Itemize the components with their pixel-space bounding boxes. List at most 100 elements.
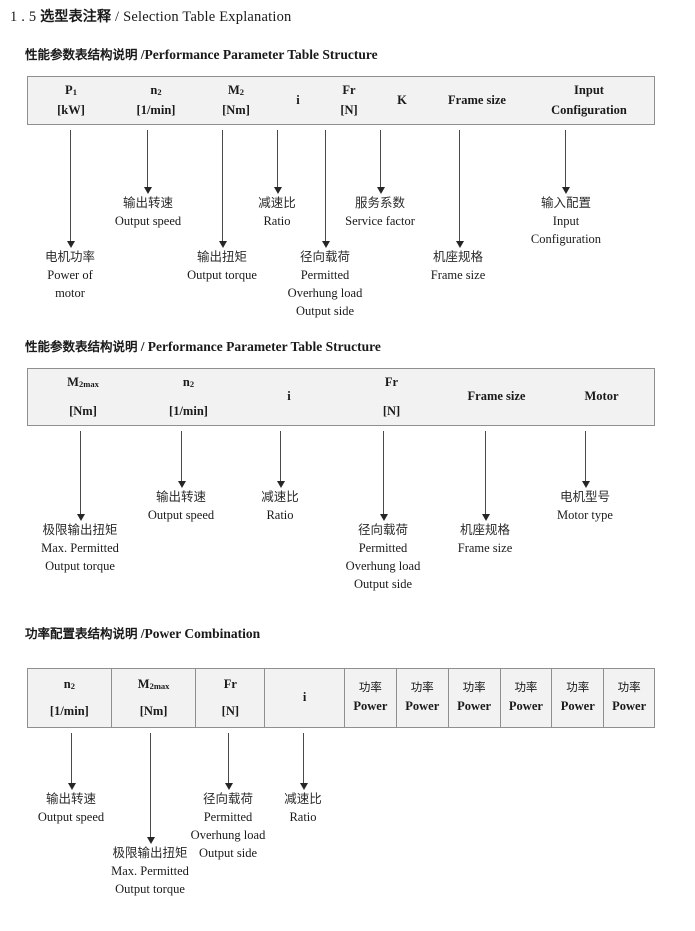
callout-output-speed-2-cn: 输出转速: [155, 489, 206, 504]
callout-max-permitted-output-torque-cn: 极限输出扭矩: [42, 522, 118, 537]
callout-output-torque-cn: 输出扭矩: [196, 249, 248, 264]
table3-col-power-6-en: Power: [612, 699, 647, 714]
table3-col-fr: Fr [N]: [195, 669, 264, 727]
callout-output-speed-3-cn: 输出转速: [45, 791, 96, 806]
callout-power-of-motor-en2: motor: [55, 286, 85, 301]
arrow-to-frame-size: [455, 130, 464, 248]
callout-max-permitted-output-torque: 极限输出扭矩 Max. Permitted Output torque: [41, 521, 119, 575]
table1-col-n2-symbol: n2: [150, 83, 162, 98]
table2-col-fr-symbol: Fr: [384, 374, 399, 389]
callout-service-factor: 服务系数 Service factor: [345, 194, 415, 230]
table3-col-power-3: 功率 Power: [447, 669, 500, 727]
table3-col-n2-symbol: n2: [63, 676, 75, 691]
table1-col-p1-unit: [kW]: [57, 102, 85, 117]
table2-col-frame-size: Frame size: [444, 369, 549, 425]
callout-ratio-2-cn: 减速比: [261, 489, 299, 504]
callout-overhung-load-3-cn: 径向载荷: [202, 791, 254, 806]
section-heading-2-separator: /: [140, 339, 145, 354]
callout-motor-type-cn: 电机型号: [559, 489, 610, 504]
performance-parameter-table-2: M2max [Nm] n2 [1/min] i Fr [N] Frame siz…: [27, 368, 655, 426]
table3-col-power-4: 功率 Power: [499, 669, 552, 727]
arrow-to-ratio-2: [276, 431, 285, 488]
callout-power-of-motor: 电机功率 Power of motor: [45, 248, 95, 302]
arrow-to-output-speed-2: [177, 431, 186, 488]
table3-col-power-5-en: Power: [560, 699, 595, 714]
callout-frame-size-2: 机座规格 Frame size: [458, 521, 513, 557]
table3-col-power-2: 功率 Power: [395, 669, 448, 727]
arrow-to-permitted-overhung-load: [321, 130, 330, 248]
table3-col-i: i: [264, 669, 344, 727]
table2-col-motor: Motor: [549, 369, 654, 425]
table3-col-power-2-cn: 功率: [410, 680, 434, 695]
page-title-chinese: 选型表注释: [40, 9, 112, 25]
table3-col-power-6: 功率 Power: [603, 669, 654, 727]
callout-output-speed-3: 输出转速 Output speed: [38, 790, 104, 826]
section-heading-3-english: Power Combination: [144, 626, 261, 641]
callout-overhung-load-2-cn: 径向载荷: [357, 522, 409, 537]
arrow-to-ratio-3: [299, 733, 308, 790]
callout-power-of-motor-cn: 电机功率: [44, 249, 96, 264]
callout-frame-size-2-en1: Frame size: [457, 541, 513, 556]
callout-output-speed: 输出转速 Output speed: [115, 194, 181, 230]
callout-output-speed-en1: Output speed: [114, 214, 182, 229]
arrow-to-ratio: [273, 130, 282, 194]
table1-col-k-symbol: K: [397, 92, 407, 107]
callout-ratio-2-en1: Ratio: [266, 508, 294, 523]
table2-col-fr-unit: [N]: [382, 404, 401, 418]
table3-col-n2: n2 [1/min]: [28, 669, 111, 727]
power-combination-table: n2 [1/min] M2max [Nm] Fr [N] i 功率 Power …: [27, 668, 655, 728]
callout-max-permitted-output-torque-3-en2: Output torque: [115, 882, 185, 897]
callout-overhung-load-en2: Overhung load: [287, 286, 363, 301]
arrow-to-output-speed: [143, 130, 152, 194]
arrow-to-frame-size-2: [481, 431, 490, 521]
table3-col-power-1-en: Power: [353, 699, 388, 714]
table3-col-m2max-unit: [Nm]: [139, 704, 168, 718]
callout-output-speed-3-en1: Output speed: [37, 810, 105, 825]
callout-input-configuration: 输入配置 Input Configuration: [531, 194, 601, 248]
table1-col-i-symbol: i: [296, 92, 300, 107]
table3-col-power-1-cn: 功率: [358, 680, 382, 695]
callout-ratio: 减速比 Ratio: [258, 194, 296, 230]
table2-col-m2max-symbol: M2max: [67, 374, 99, 389]
callout-overhung-load-3: 径向载荷 Permitted Overhung load Output side: [191, 790, 266, 863]
table1-col-fr-symbol: Fr: [342, 83, 356, 98]
callout-max-permitted-output-torque-3-en1: Max. Permitted: [111, 864, 189, 879]
section-heading-3-separator: /: [140, 626, 145, 641]
arrow-to-permitted-overhung-load-2: [379, 431, 388, 521]
table3-col-i-symbol: i: [302, 690, 307, 705]
callout-service-factor-cn: 服务系数: [354, 195, 406, 210]
callout-frame-size-2-cn: 机座规格: [459, 522, 510, 537]
table2-col-i-symbol: i: [287, 389, 291, 404]
table3-col-power-3-en: Power: [457, 699, 492, 714]
callout-overhung-load-3-en1: Permitted: [203, 810, 253, 825]
callout-service-factor-en1: Service factor: [345, 214, 415, 229]
table1-col-k: K: [376, 77, 428, 124]
section-heading-2-english: Performance Parameter Table Structure: [147, 339, 381, 354]
callout-input-configuration-en1: Input: [552, 214, 580, 229]
table2-col-i: i: [239, 369, 339, 425]
table2-col-fr: Fr [N]: [339, 369, 444, 425]
callout-output-speed-cn: 输出转速: [122, 195, 173, 210]
table1-col-m2: M2 [Nm]: [198, 77, 274, 124]
arrow-to-motor-type: [581, 431, 590, 488]
performance-parameter-table-1: P1 [kW] n2 [1/min] M2 [Nm] i Fr [N] K Fr…: [27, 76, 655, 125]
table1-col-input-configuration-line2: Configuration: [551, 102, 627, 117]
section-heading-1-english: Performance Parameter Table Structure: [144, 47, 378, 62]
table3-col-power-5-cn: 功率: [566, 680, 590, 695]
table2-col-m2max: M2max [Nm]: [28, 369, 138, 425]
callout-overhung-load: 径向载荷 Permitted Overhung load Output side: [288, 248, 363, 321]
callout-overhung-load-en3: Output side: [296, 304, 354, 319]
table1-col-fr: Fr [N]: [322, 77, 376, 124]
table2-col-m2max-unit: [Nm]: [69, 404, 97, 418]
table2-col-n2: n2 [1/min]: [138, 369, 239, 425]
section-heading-1-chinese: 性能参数表结构说明: [25, 47, 138, 62]
table2-col-n2-symbol: n2: [182, 374, 195, 389]
table3-col-power-1: 功率 Power: [343, 669, 396, 727]
section-heading-1-separator: /: [140, 47, 145, 62]
table1-col-frame-size-label: Frame size: [448, 92, 506, 107]
callout-ratio-cn: 减速比: [258, 195, 296, 210]
callout-ratio-3: 减速比 Ratio: [284, 790, 322, 826]
table1-col-m2-symbol: M2: [227, 83, 245, 98]
callout-overhung-load-2: 径向载荷 Permitted Overhung load Output side: [346, 521, 421, 594]
callout-output-speed-2-en1: Output speed: [147, 508, 215, 523]
